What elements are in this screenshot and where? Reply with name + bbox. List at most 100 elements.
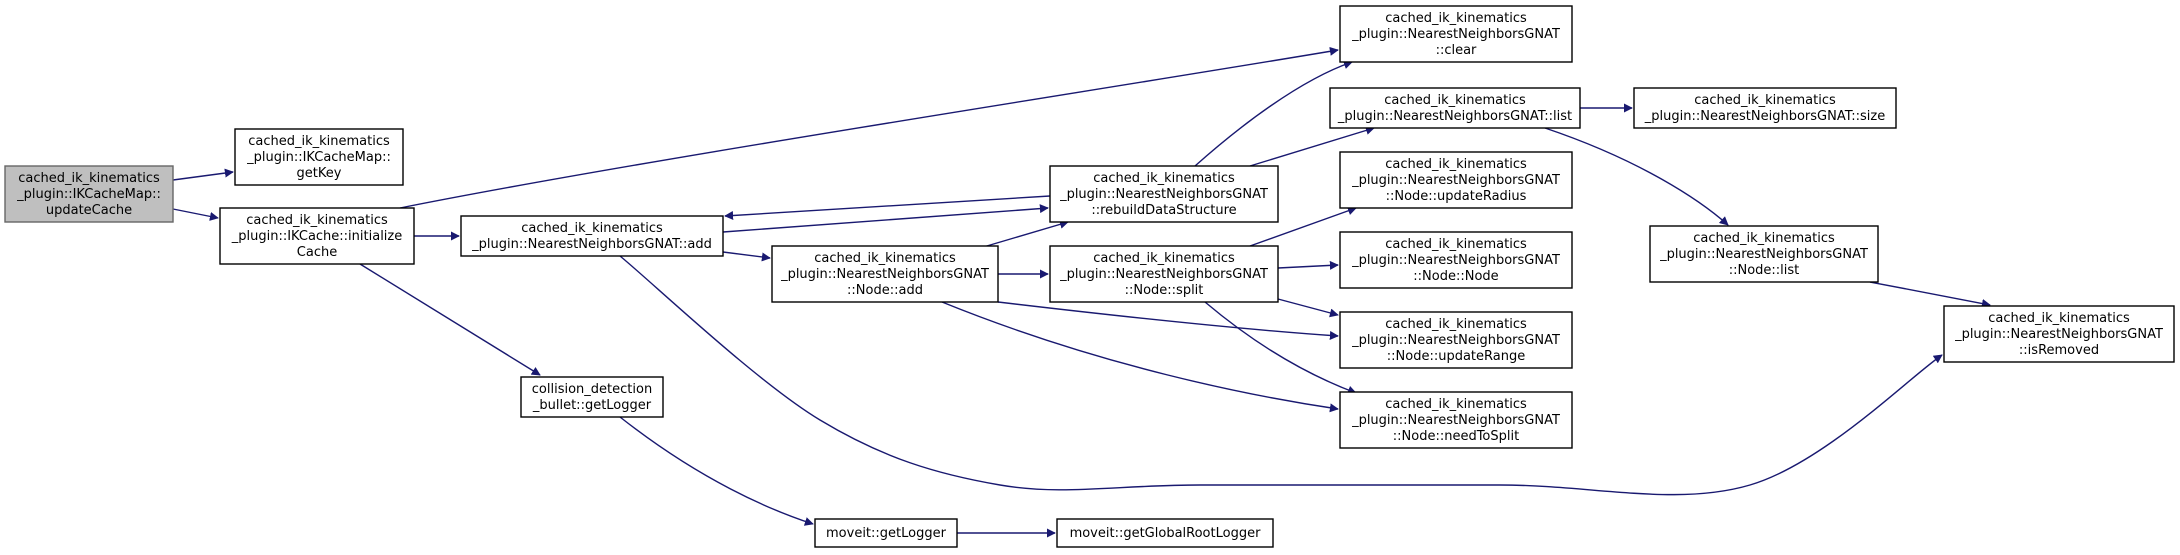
edge-node_add-to-updaterange <box>997 301 1339 340</box>
edge-split-to-updaterange <box>1277 298 1339 318</box>
node-label-line: cached_ik_kinematics <box>1385 237 1527 252</box>
node-label-line: ::rebuildDataStructure <box>1091 203 1236 218</box>
node-box <box>1049 245 1279 303</box>
node-split[interactable]: cached_ik_kinematics_plugin::NearestNeig… <box>1049 245 1279 303</box>
node-node-add[interactable]: cached_ik_kinematics_plugin::NearestNeig… <box>771 245 999 303</box>
node-label-line: _plugin::NearestNeighborsGNAT::size <box>1644 109 1885 124</box>
node-label-line: _plugin::IKCacheMap:: <box>16 187 161 202</box>
node-label-line: ::isRemoved <box>2019 343 2099 358</box>
node-label-line: getKey <box>297 166 342 181</box>
node-label-line: cached_ik_kinematics <box>246 213 388 228</box>
node-label-line: cached_ik_kinematics <box>1385 11 1527 26</box>
edge-rebuild-to-clear <box>1194 60 1353 167</box>
node-label-line: cached_ik_kinematics <box>1693 231 1835 246</box>
node-label-line: cached_ik_kinematics <box>1694 93 1836 108</box>
node-box <box>520 376 664 418</box>
node-label-line: _plugin::NearestNeighborsGNAT <box>1059 187 1268 202</box>
node-label-line: _plugin::NearestNeighborsGNAT <box>1954 327 2163 342</box>
node-label-line: _plugin::NearestNeighborsGNAT::add <box>471 237 712 252</box>
node-rebuild[interactable]: cached_ik_kinematics_plugin::NearestNeig… <box>1049 165 1279 223</box>
node-box <box>219 207 415 265</box>
node-box <box>4 165 174 223</box>
node-root-logger[interactable]: moveit::getGlobalRootLogger <box>1056 518 1274 548</box>
edges <box>172 46 1991 538</box>
node-list[interactable]: cached_ik_kinematics_plugin::NearestNeig… <box>1329 87 1581 129</box>
node-updatecache[interactable]: cached_ik_kinematics_plugin::IKCacheMap:… <box>4 165 174 223</box>
node-getkey[interactable]: cached_ik_kinematics_plugin::IKCacheMap:… <box>234 128 404 186</box>
node-label-line: cached_ik_kinematics <box>1093 171 1235 186</box>
node-label-line: ::Node::split <box>1125 283 1204 298</box>
node-label-line: ::Node::needToSplit <box>1393 429 1519 444</box>
node-label-line: ::clear <box>1436 43 1477 58</box>
node-box <box>814 518 958 548</box>
node-label-line: ::Node::list <box>1729 263 1800 278</box>
node-box <box>1339 5 1573 63</box>
node-label-line: cached_ik_kinematics <box>1385 317 1527 332</box>
edge-updatecache-to-getkey <box>172 168 234 181</box>
node-box <box>1943 305 2175 363</box>
node-label-line: _plugin::IKCacheMap:: <box>246 150 391 165</box>
node-label-line: Cache <box>297 245 337 260</box>
node-box <box>1633 87 1897 129</box>
node-label-line: _plugin::NearestNeighborsGNAT <box>1351 27 1560 42</box>
node-box <box>234 128 404 186</box>
node-updaterange[interactable]: cached_ik_kinematics_plugin::NearestNeig… <box>1339 311 1573 369</box>
node-label-line: moveit::getGlobalRootLogger <box>1070 526 1262 541</box>
edge-initcache-to-clear <box>399 46 1339 209</box>
node-updateradius[interactable]: cached_ik_kinematics_plugin::NearestNeig… <box>1339 151 1573 209</box>
node-label-line: _plugin::NearestNeighborsGNAT <box>1059 267 1268 282</box>
node-box <box>771 245 999 303</box>
edge-updatecache-to-initcache <box>172 208 219 221</box>
edge-gnat_add-to-rebuild <box>722 204 1049 233</box>
node-label-line: _plugin::IKCache::initialize <box>231 229 403 244</box>
node-label-line: _plugin::NearestNeighborsGNAT <box>1351 413 1560 428</box>
node-size[interactable]: cached_ik_kinematics_plugin::NearestNeig… <box>1633 87 1897 129</box>
edge-split-to-node <box>1277 260 1339 270</box>
edge-list-to-node_list <box>1544 127 1729 226</box>
edge-gnat_add-to-isremoved <box>619 255 1943 496</box>
node-label-line: _bullet::getLogger <box>532 398 652 413</box>
node-isremoved[interactable]: cached_ik_kinematics_plugin::NearestNeig… <box>1943 305 2175 363</box>
node-clear[interactable]: cached_ik_kinematics_plugin::NearestNeig… <box>1339 5 1573 63</box>
node-box <box>460 215 724 257</box>
node-box <box>1339 391 1573 449</box>
edge-bullet_logger-to-moveit_logger <box>619 416 814 526</box>
edge-node_add-to-rebuild <box>979 219 1069 249</box>
node-label-line: _plugin::NearestNeighborsGNAT::list <box>1337 109 1572 124</box>
edge-split-to-needtosplit <box>1204 301 1357 395</box>
node-label-line: ::Node::Node <box>1413 269 1498 284</box>
node-label-line: cached_ik_kinematics <box>18 171 160 186</box>
node-box <box>1329 87 1581 129</box>
node-box <box>1049 165 1279 223</box>
edge-node_list-to-isremoved <box>1869 281 1991 308</box>
node-label-line: _plugin::NearestNeighborsGNAT <box>1351 253 1560 268</box>
node-box <box>1339 151 1573 209</box>
node-label-line: cached_ik_kinematics <box>814 251 956 266</box>
node-label-line: cached_ik_kinematics <box>1385 397 1527 412</box>
node-label-line: _plugin::NearestNeighborsGNAT <box>780 267 989 282</box>
node-initcache[interactable]: cached_ik_kinematics_plugin::IKCache::in… <box>219 207 415 265</box>
edge-gnat_add-to-node_add <box>722 251 771 262</box>
node-label-line: collision_detection <box>532 382 652 397</box>
node-gnat-add[interactable]: cached_ik_kinematics_plugin::NearestNeig… <box>460 215 724 257</box>
node-label-line: _plugin::NearestNeighborsGNAT <box>1351 333 1560 348</box>
edge-rebuild-to-gnat_add <box>724 195 1051 220</box>
edge-node_add-to-needtosplit <box>941 301 1339 413</box>
node-node[interactable]: cached_ik_kinematics_plugin::NearestNeig… <box>1339 231 1573 289</box>
node-label-line: ::Node::updateRange <box>1387 349 1525 364</box>
node-bullet-logger[interactable]: collision_detection_bullet::getLogger <box>520 376 664 418</box>
node-moveit-logger[interactable]: moveit::getLogger <box>814 518 958 548</box>
node-label-line: _plugin::NearestNeighborsGNAT <box>1659 247 1868 262</box>
node-needtosplit[interactable]: cached_ik_kinematics_plugin::NearestNeig… <box>1339 391 1573 449</box>
node-label-line: ::Node::updateRadius <box>1386 189 1527 204</box>
node-label-line: cached_ik_kinematics <box>1385 157 1527 172</box>
edge-initcache-to-bullet_logger <box>359 263 541 376</box>
node-label-line: cached_ik_kinematics <box>1988 311 2130 326</box>
node-label-line: cached_ik_kinematics <box>1384 93 1526 108</box>
node-label-line: cached_ik_kinematics <box>521 221 663 236</box>
node-label-line: _plugin::NearestNeighborsGNAT <box>1351 173 1560 188</box>
node-box <box>1339 231 1573 289</box>
node-box <box>1056 518 1274 548</box>
node-node-list[interactable]: cached_ik_kinematics_plugin::NearestNeig… <box>1649 225 1879 283</box>
